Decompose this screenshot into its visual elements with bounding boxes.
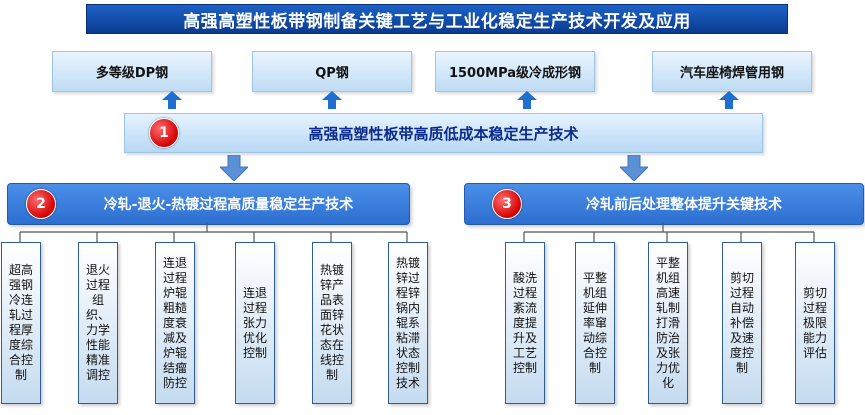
- core-technology-label: 高强高塑性板带高质低成本稳定生产技术: [308, 124, 579, 143]
- tech-label: 超高强钢冷连轧过程厚度综合控制: [8, 263, 33, 382]
- tech-label: 平整机组延伸率窜动综合控制: [582, 270, 607, 375]
- number-badge-3: 3: [492, 189, 522, 219]
- section-label: 冷轧-退火-热镀过程高质量稳定生产技术: [103, 197, 354, 213]
- number-badge-2: 2: [26, 189, 56, 219]
- tech-label: 连退过程炉辊粗糙度衰减及炉辊结瘤防控: [162, 255, 187, 390]
- up-arrow-icon: [719, 91, 739, 109]
- tech-label: 退火过程组织、力学性能精准调控: [85, 263, 110, 382]
- number-badge-1: 1: [149, 118, 179, 148]
- tech-box: 热镀锌产品表面锌花状态在线控制: [312, 242, 352, 404]
- tech-label: 热镀锌过程锌锅内辊系粘滞状态控制技术: [395, 255, 420, 390]
- core-technology-bar: 高强高塑性板带高质低成本稳定生产技术: [124, 113, 763, 153]
- product-box-1500mpa-steel: 1500MPa级冷成形钢: [435, 51, 595, 92]
- up-arrow-icon: [162, 91, 182, 109]
- tech-box: 退火过程组织、力学性能精准调控: [78, 242, 118, 404]
- down-arrow-icon: [220, 155, 248, 181]
- tech-box: 剪切过程极限能力评估: [795, 242, 835, 404]
- product-box-seat-tube-steel: 汽车座椅焊管用钢: [652, 51, 812, 92]
- diagram-title: 高强高塑性板带钢制备关键工艺与工业化稳定生产技术开发及应用: [86, 4, 788, 34]
- tech-label: 连退过程张力优化控制: [242, 285, 267, 360]
- tech-box: 连退过程炉辊粗糙度衰减及炉辊结瘤防控: [155, 242, 195, 404]
- section-bar-pre-post-processing: 冷轧前后处理整体提升关键技术: [464, 183, 864, 225]
- tech-label: 酸洗过程紊流度提升及工艺控制: [512, 270, 537, 375]
- tech-box: 超高强钢冷连轧过程厚度综合控制: [1, 242, 41, 404]
- up-arrow-icon: [322, 91, 342, 109]
- tech-box: 酸洗过程紊流度提升及工艺控制: [505, 242, 545, 404]
- tech-box: 连退过程张力优化控制: [235, 242, 275, 404]
- product-box-dp-steel: 多等级DP钢: [52, 51, 212, 92]
- tech-box: 平整机组延伸率窜动综合控制: [575, 242, 615, 404]
- tech-label: 热镀锌产品表面锌花状态在线控制: [319, 263, 344, 382]
- up-arrow-icon: [517, 91, 537, 109]
- section-label: 冷轧前后处理整体提升关键技术: [586, 197, 782, 213]
- product-box-qp-steel: QP钢: [252, 51, 412, 92]
- tech-label: 剪切过程极限能力评估: [802, 285, 827, 360]
- section-bar-cold-rolling-annealing: 冷轧-退火-热镀过程高质量稳定生产技术: [7, 183, 410, 225]
- tech-box: 平整机组高速轧制打滑防治及张力优化: [648, 242, 688, 404]
- tech-label: 平整机组高速轧制打滑防治及张力优化: [655, 255, 680, 390]
- tech-box: 剪切过程自动补偿及速度控制: [722, 242, 762, 404]
- tech-label: 剪切过程自动补偿及速度控制: [729, 270, 754, 375]
- tech-box: 热镀锌过程锌锅内辊系粘滞状态控制技术: [388, 242, 428, 404]
- down-arrow-icon: [620, 155, 648, 181]
